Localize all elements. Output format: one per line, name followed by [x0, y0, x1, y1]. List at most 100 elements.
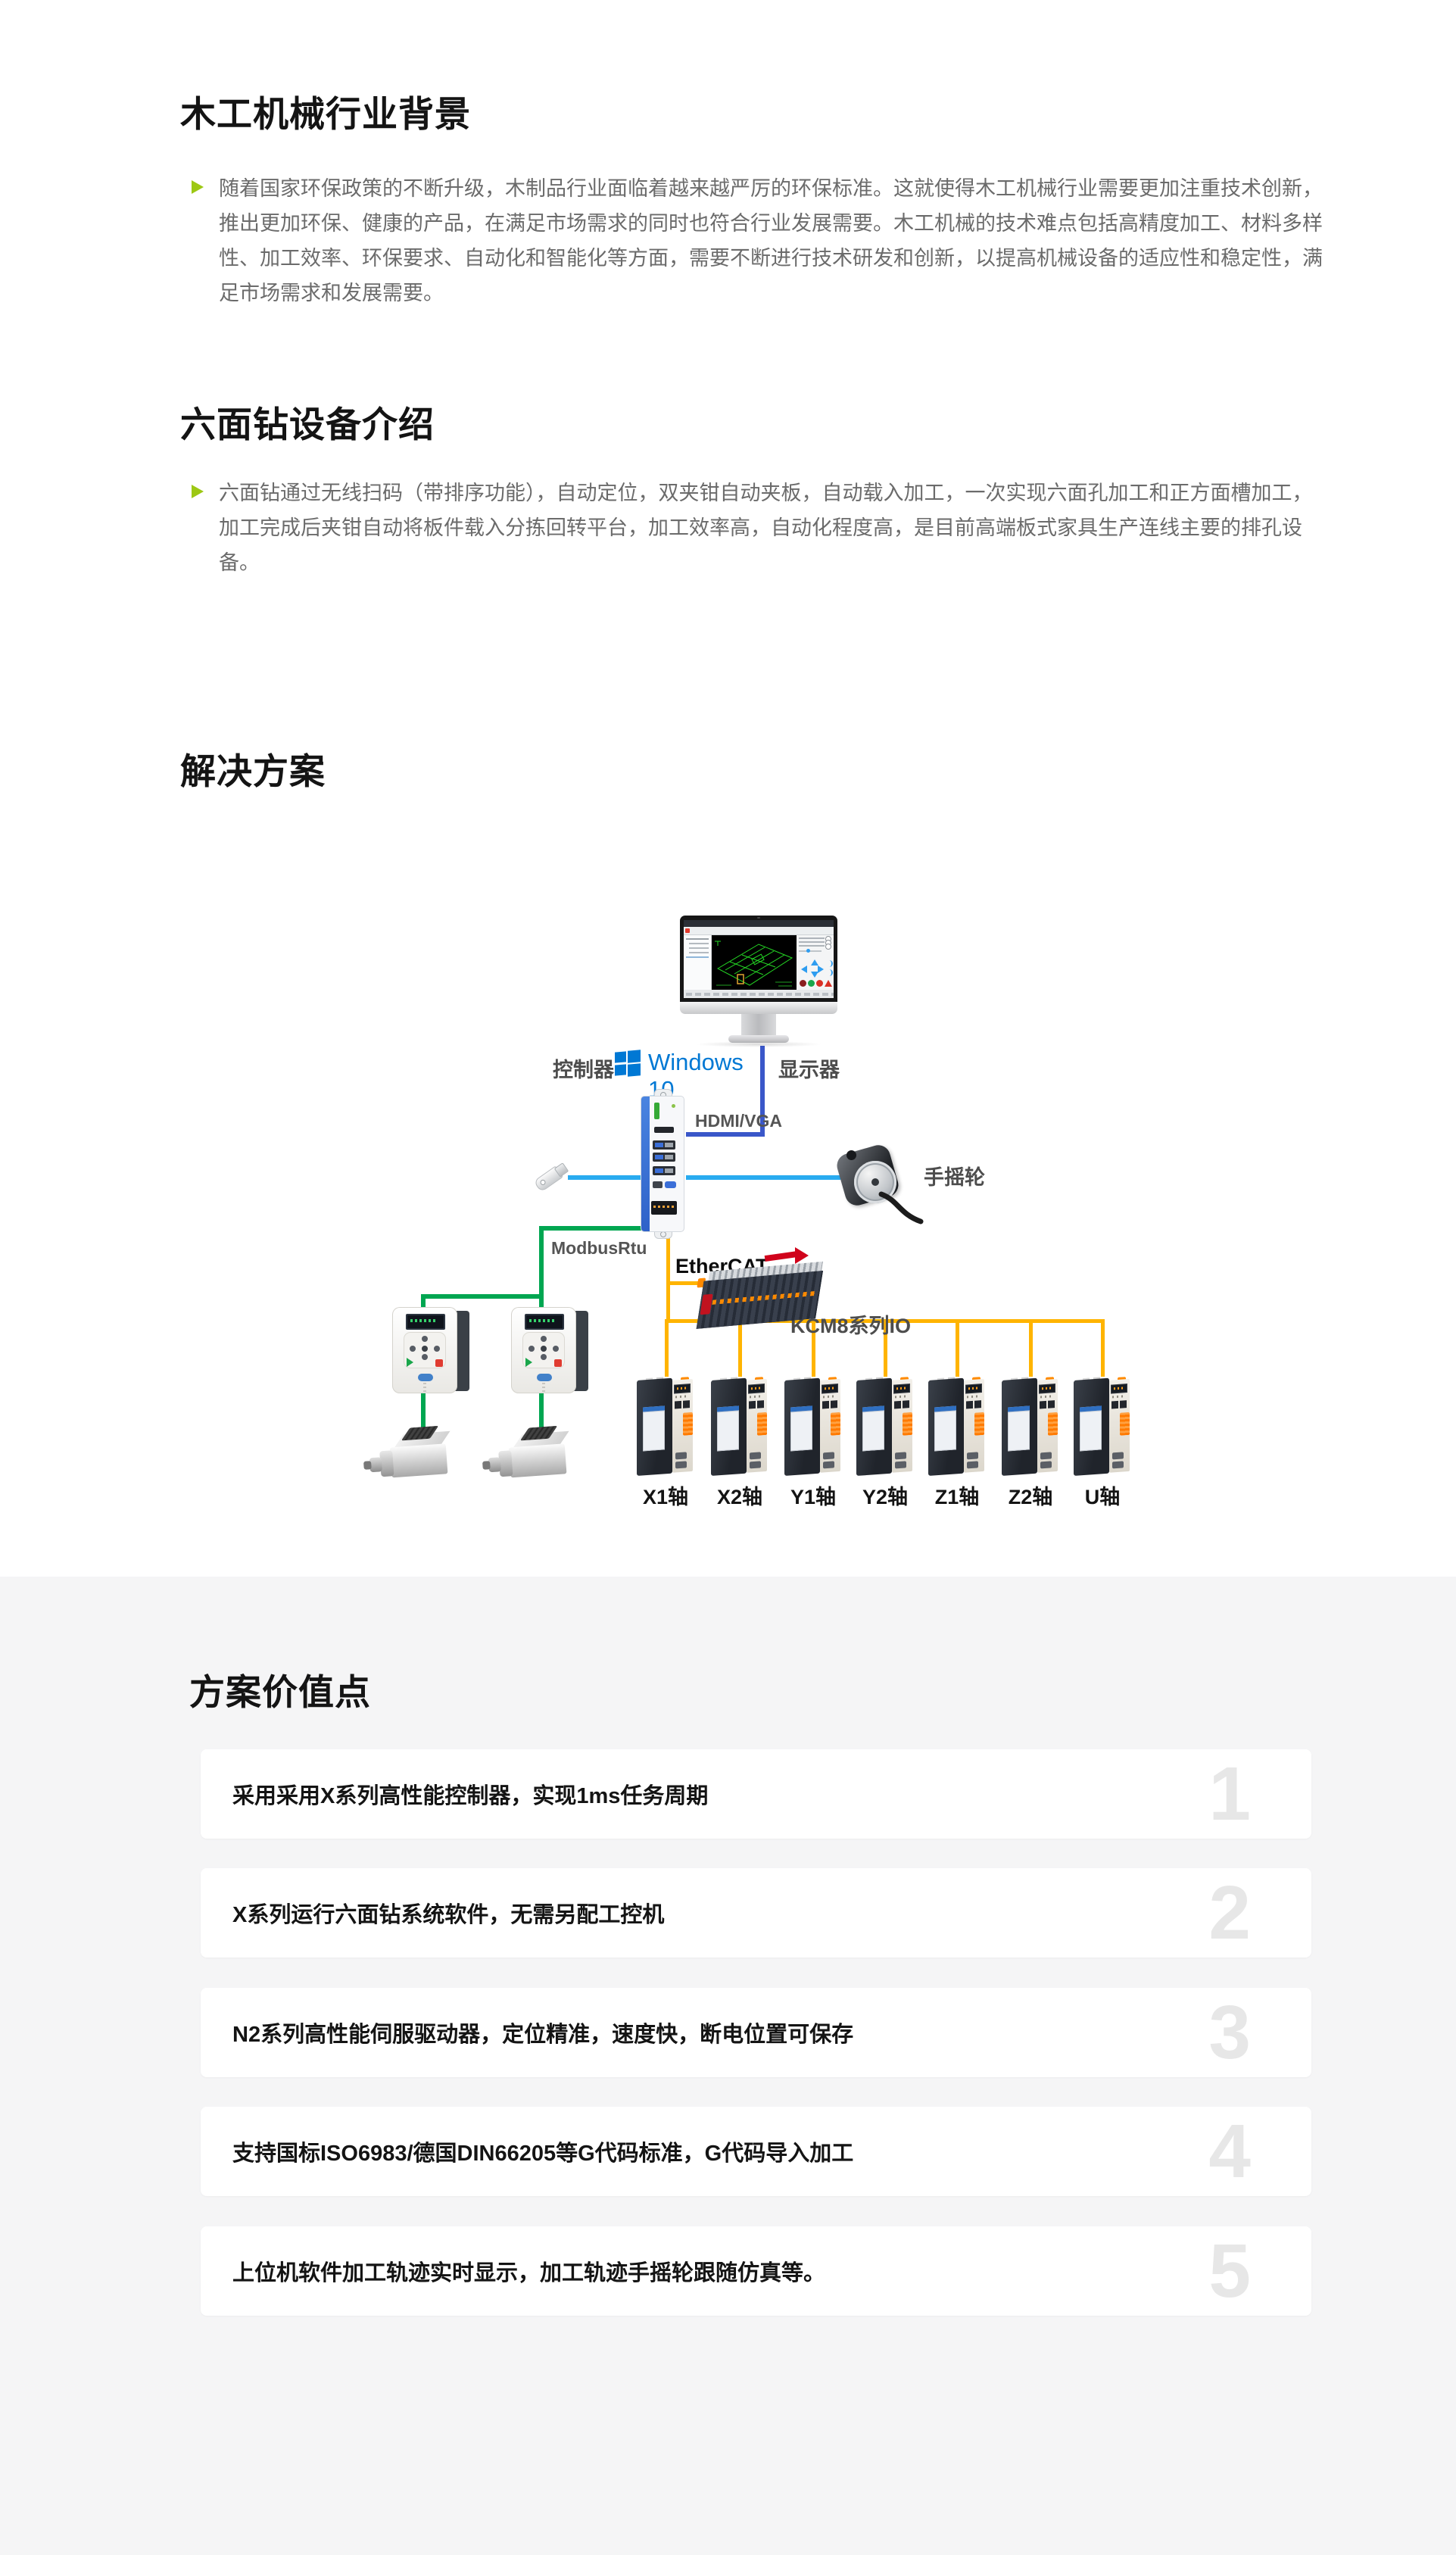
software-titlebar	[684, 920, 834, 927]
run-triangle-icon	[525, 1358, 532, 1367]
alarm-icon	[825, 980, 832, 987]
rotate-cw-icon	[827, 960, 833, 967]
spindle-inverter-1	[392, 1307, 469, 1396]
value-card-number: 3	[1208, 1990, 1251, 2075]
usb-dongle	[531, 1155, 578, 1199]
modbus-cable-vertical	[539, 1226, 544, 1311]
controller-led	[672, 1104, 675, 1108]
kcm8-io-module	[695, 1261, 825, 1337]
motor-cable-1	[421, 1393, 426, 1438]
ethercat-drop-x2	[738, 1319, 742, 1377]
spindle-shaft-tip	[482, 1461, 491, 1470]
industry-paragraph-row: 随着国家环保政策的不断升级，木制品行业面临着越来越严厉的环保标准。这就使得木工机…	[192, 171, 1327, 310]
spindle-body	[508, 1443, 567, 1478]
modbus-bus-line	[421, 1294, 544, 1299]
spindle-motor-1	[363, 1425, 461, 1490]
value-card-2: X系列运行六面钻系统软件，无需另配工控机 2	[201, 1868, 1311, 1958]
stop-button-icon	[816, 980, 823, 987]
value-card-4: 支持国标ISO6983/德国DIN66205等G代码标准，G代码导入加工 4	[201, 2107, 1311, 2196]
io-terminal	[651, 1201, 677, 1215]
jog-right-icon	[818, 966, 824, 973]
handwheel-cable	[878, 1191, 924, 1224]
value-card-text: 采用采用X系列高性能控制器，实现1ms任务周期	[232, 1784, 709, 1808]
spindle-motor-2	[482, 1425, 580, 1490]
value-card-number: 4	[1208, 2109, 1251, 2194]
solution-title: 解决方案	[180, 751, 326, 791]
controller-blue-stripe	[641, 1097, 650, 1231]
handwheel-knob	[846, 1150, 856, 1160]
hdmi-port	[654, 1127, 674, 1133]
monitor-base	[728, 1035, 789, 1043]
handwheel-label: 手摇轮	[924, 1166, 985, 1189]
value-card-text: X系列运行六面钻系统软件，无需另配工控机	[232, 1903, 665, 1927]
value-card-text: N2系列高性能伺服驱动器，定位精准，速度快，断电位置可保存	[232, 2023, 854, 2047]
software-tree-panel	[684, 935, 712, 990]
inverter-brand-badge	[418, 1374, 433, 1381]
device-paragraph-row: 六面钻通过无线扫码（带排序功能），自动定位，双夹钳自动夹板，自动载入加工，一次实…	[192, 476, 1327, 580]
inverter-body	[392, 1307, 457, 1393]
value-card-number: 2	[1208, 1870, 1251, 1955]
axis-label-x1: X1轴	[642, 1486, 689, 1508]
monitor-bezel	[680, 916, 837, 1002]
monitor-device	[680, 916, 837, 1047]
axis-readout-row	[799, 936, 831, 942]
axis-label-x2: X2轴	[716, 1486, 763, 1508]
cam-software-screen	[684, 920, 834, 998]
servo-drive-y2	[856, 1374, 914, 1480]
servo-drive-y1	[784, 1374, 842, 1480]
stop-square-icon	[554, 1359, 562, 1367]
com-port	[653, 1181, 663, 1188]
ethercat-drop-z1	[956, 1319, 959, 1377]
industry-paragraph: 随着国家环保政策的不断升级，木制品行业面临着越来越严厉的环保标准。这就使得木工机…	[219, 177, 1323, 304]
software-statusbar	[684, 990, 834, 998]
inverter-vent-holes	[542, 1383, 545, 1392]
ethercat-drop-y1	[812, 1319, 815, 1377]
device-title: 六面钻设备介绍	[180, 404, 435, 445]
modbus-cable-horizontal	[539, 1226, 642, 1231]
power-button-icon	[800, 980, 806, 987]
spindle-body	[389, 1443, 448, 1478]
inverter-display	[406, 1314, 445, 1330]
ethercat-drop-y2	[884, 1319, 887, 1377]
modbus-label: ModbusRtu	[551, 1238, 647, 1258]
handwheel-cable-line	[686, 1175, 840, 1180]
inverter-keypad	[522, 1332, 565, 1368]
controller-device	[641, 1089, 684, 1239]
device-paragraph: 六面钻通过无线扫码（带排序功能），自动定位，双夹钳自动夹板，自动载入加工，一次实…	[219, 482, 1313, 574]
jog-down-icon	[811, 972, 818, 978]
windows-flag-icon	[615, 1050, 641, 1077]
ethercat-arrow-icon	[795, 1247, 809, 1264]
ethercat-cable-vertical	[666, 1231, 670, 1323]
stop-square-icon	[435, 1359, 443, 1367]
run-triangle-icon	[407, 1358, 413, 1367]
vga-port	[665, 1181, 676, 1188]
usb-lan-port	[653, 1153, 675, 1162]
hdmi-vga-label: HDMI/VGA	[695, 1111, 782, 1131]
ethercat-stub-io	[666, 1281, 700, 1285]
machine-buttons	[800, 980, 833, 987]
monitor-stand	[741, 1014, 776, 1037]
axis-label-z1: Z1轴	[934, 1486, 980, 1508]
ethercat-drop-z2	[1029, 1319, 1033, 1377]
value-card-number: 1	[1208, 1752, 1251, 1836]
value-card-1: 采用采用X系列高性能控制器，实现1ms任务周期 1	[201, 1749, 1311, 1839]
bullet-arrow-icon	[192, 180, 204, 194]
monitor-label: 显示器	[778, 1059, 840, 1081]
ethercat-arrow-bar	[764, 1250, 799, 1262]
jog-arrows	[801, 959, 827, 978]
close-icon	[685, 928, 690, 933]
controller-label: 控制器	[553, 1059, 614, 1081]
jog-left-icon	[801, 966, 807, 973]
hdmi-cable-vertical	[760, 1046, 765, 1137]
value-card-text: 上位机软件加工轨迹实时显示，加工轨迹手摇轮跟随仿真等。	[232, 2261, 826, 2285]
ethercat-drop-x1	[665, 1319, 669, 1377]
value-card-5: 上位机软件加工轨迹实时显示，加工轨迹手摇轮跟随仿真等。 5	[201, 2226, 1311, 2316]
feed-slider	[799, 949, 822, 953]
rotate-ccw-icon	[827, 969, 833, 976]
inverter-keypad	[404, 1332, 446, 1368]
inverter-display	[525, 1314, 564, 1330]
usb-cable-line	[568, 1175, 642, 1180]
industry-title: 木工机械行业背景	[180, 94, 471, 134]
value-title: 方案价值点	[189, 1672, 371, 1712]
